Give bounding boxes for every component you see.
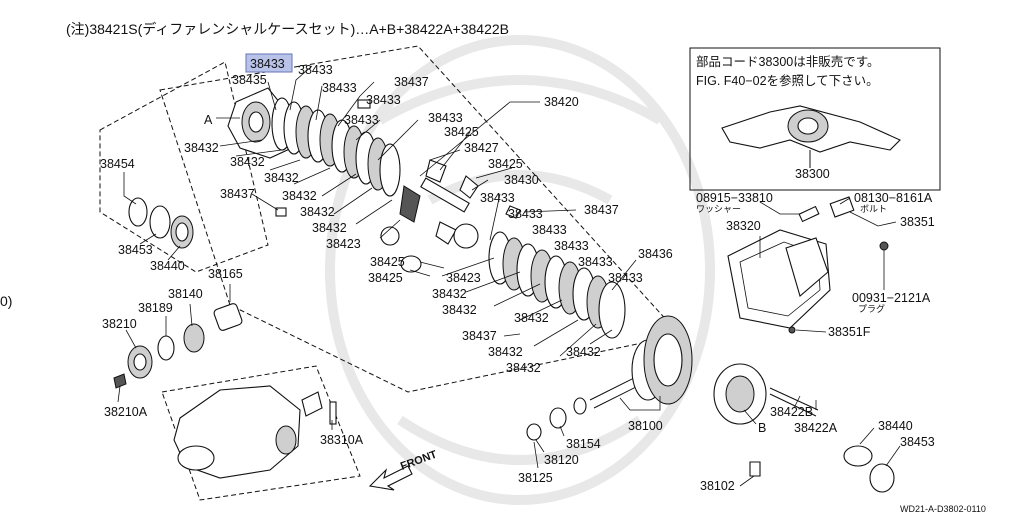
label-38423-b: 38423 — [446, 271, 481, 285]
part-labels: 38433 38435 38437 38433 38433 38433 3843… — [100, 63, 935, 493]
label-38432-a: 38432 — [184, 141, 219, 155]
label-38437-d: 38437 — [462, 329, 497, 343]
label-a: A — [204, 113, 213, 127]
side-case-frame — [99, 61, 269, 273]
label-38453-a: 38453 — [118, 243, 153, 257]
label-38440-b: 38440 — [878, 419, 913, 433]
highlighted-label: 38433 — [250, 57, 285, 71]
label-38432-d: 38432 — [282, 189, 317, 203]
label-08915-sub: ワッシャー — [696, 204, 741, 214]
label-38432-b: 38432 — [230, 155, 265, 169]
label-38430: 38430 — [504, 173, 539, 187]
label-38433-e: 38433 — [428, 111, 463, 125]
label-00931-sub: プラグ — [858, 303, 885, 314]
carrier-housing — [173, 385, 337, 479]
leader-lines — [117, 65, 901, 487]
label-38320: 38320 — [726, 219, 761, 233]
label-38433-j: 38433 — [554, 239, 589, 253]
differential-case-half-b — [713, 363, 895, 493]
label-38422b: 38422B — [770, 405, 813, 419]
label-38453-b: 38453 — [900, 435, 935, 449]
label-38432-h: 38432 — [442, 303, 477, 317]
drive-pinion-ring-gear — [526, 315, 693, 441]
pinion-gears — [380, 159, 521, 273]
side-bearings-left — [128, 99, 371, 249]
label-38351f: 38351F — [828, 325, 871, 339]
label-38420: 38420 — [544, 95, 579, 109]
label-38102: 38102 — [700, 479, 735, 493]
label-38433-h: 38433 — [508, 207, 543, 221]
clutch-plate-stack-right — [488, 231, 626, 339]
label-38189: 38189 — [138, 301, 173, 315]
label-08130-8161a: 08130−8161A — [854, 191, 933, 205]
label-38433-c: 38433 — [322, 81, 357, 95]
label-08915-33810: 08915−33810 — [696, 191, 773, 205]
background-watermark — [325, 35, 715, 505]
label-38425-d: 38425 — [368, 271, 403, 285]
info-line-2: FIG. F40−02を参照して下さい。 — [696, 73, 879, 88]
label-38422a: 38422A — [794, 421, 838, 435]
exploded-view-frame — [159, 45, 681, 393]
label-08130-sub: ボルト — [860, 204, 887, 214]
label-38433-g: 38433 — [480, 191, 515, 205]
label-38432-k: 38432 — [566, 345, 601, 359]
label-38210: 38210 — [102, 317, 137, 331]
label-38432-g: 38432 — [432, 287, 467, 301]
label-38433-d: 38433 — [366, 93, 401, 107]
label-38432-c: 38432 — [264, 171, 299, 185]
label-38433-b: 38433 — [298, 63, 333, 77]
label-38120: 38120 — [544, 453, 579, 467]
label-38125: 38125 — [518, 471, 553, 485]
label-38351: 38351 — [900, 215, 935, 229]
drawing-code: WD21-A-D3802-0110 — [900, 504, 986, 514]
label-38425-c: 38425 — [370, 255, 405, 269]
side-marker: 0) — [0, 293, 12, 309]
label-38433-k: 38433 — [578, 255, 613, 269]
label-38433-i: 38433 — [532, 223, 567, 237]
label-38310a: 38310A — [320, 433, 364, 447]
label-b: B — [758, 421, 766, 435]
label-38436: 38436 — [638, 247, 673, 261]
header-note: (注)38421S(ディファレンシャルケースセット)…A+B+38422A+38… — [66, 21, 509, 37]
label-00931-2121a: 00931−2121A — [852, 291, 931, 305]
label-38140: 38140 — [168, 287, 203, 301]
label-38435: 38435 — [232, 73, 267, 87]
label-38165: 38165 — [208, 267, 243, 281]
info-line-1: 部品コード38300は非販売です。 — [696, 54, 880, 69]
label-38437-c: 38437 — [584, 203, 619, 217]
label-38432-j: 38432 — [488, 345, 523, 359]
rear-cover — [727, 196, 889, 334]
info-axle-label: 38300 — [795, 167, 830, 181]
label-38425-a: 38425 — [444, 125, 479, 139]
label-38154: 38154 — [566, 437, 601, 451]
label-38427: 38427 — [464, 141, 499, 155]
label-38437-a: 38437 — [394, 75, 429, 89]
label-38437-b: 38437 — [220, 187, 255, 201]
highlighted-label-box — [245, 53, 293, 73]
label-38440-a: 38440 — [150, 259, 185, 273]
info-box: 部品コード38300は非販売です。 FIG. F40−02を参照して下さい。 3… — [689, 47, 941, 191]
label-38433-l: 38433 — [608, 271, 643, 285]
label-38432-f: 38432 — [312, 221, 347, 235]
label-38432-i: 38432 — [514, 311, 549, 325]
label-38100: 38100 — [628, 419, 663, 433]
label-38454: 38454 — [100, 157, 135, 171]
pinion-bearings — [113, 303, 243, 389]
label-38433-f: 38433 — [344, 113, 379, 127]
label-38432-l: 38432 — [506, 361, 541, 375]
label-38423-a: 38423 — [326, 237, 361, 251]
label-38432-e: 38432 — [300, 205, 335, 219]
label-38210a: 38210A — [104, 405, 148, 419]
label-38425-b: 38425 — [488, 157, 523, 171]
